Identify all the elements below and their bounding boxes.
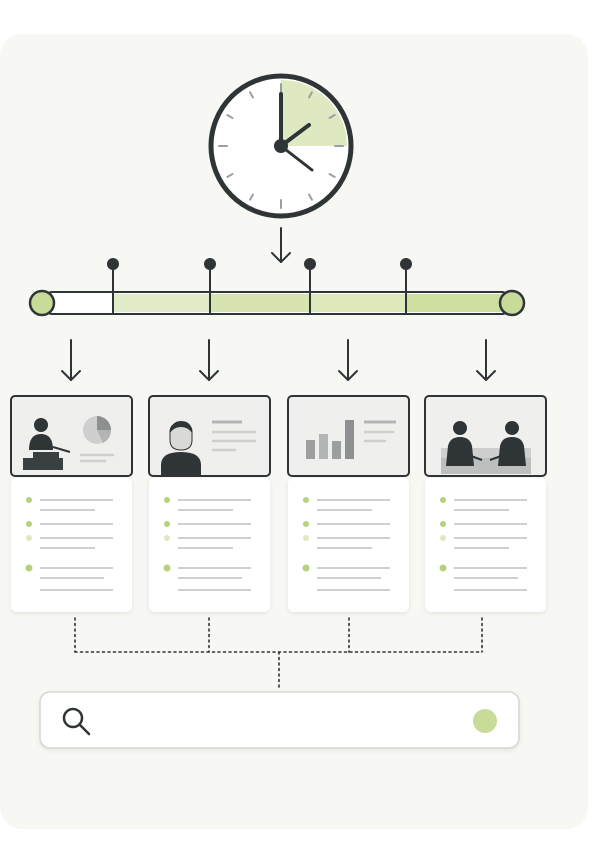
- list-item: [25, 564, 113, 591]
- arrow-down-icon: [271, 227, 291, 263]
- clock-tick: [308, 193, 313, 201]
- arrow-down-icon: [476, 339, 496, 381]
- clock-tick: [249, 91, 254, 99]
- timeline-marker: [304, 258, 316, 314]
- list-item: [163, 564, 251, 591]
- clock-icon: [208, 73, 354, 219]
- presenter-with-pie-chart-icon: [23, 416, 114, 470]
- two-people-meeting-icon: [441, 421, 531, 474]
- list-item: [303, 497, 390, 511]
- clock-tick: [328, 114, 336, 119]
- content-card: [148, 395, 271, 612]
- list-item: [164, 497, 251, 511]
- card-bullet-list: [302, 497, 390, 591]
- arrow-down-icon: [61, 339, 81, 381]
- list-item: [440, 497, 527, 511]
- clock-tick: [308, 91, 313, 99]
- card-bullet-list: [163, 497, 251, 591]
- list-item: [439, 564, 527, 591]
- timeline-start-cap: [28, 289, 56, 317]
- timeline-marker: [204, 258, 216, 314]
- arrow-down-icon: [338, 339, 358, 381]
- timeline-marker: [400, 258, 412, 314]
- person-with-slide-text-icon: [161, 420, 256, 475]
- clock-tick: [226, 173, 234, 178]
- list-item: [26, 497, 113, 511]
- list-item: [302, 564, 390, 591]
- list-item: [26, 521, 113, 549]
- list-item: [303, 521, 390, 549]
- timeline-segment: [310, 294, 406, 312]
- timeline-end-cap: [498, 289, 526, 317]
- content-card: [10, 395, 133, 612]
- content-card: [287, 395, 410, 612]
- timeline: [28, 258, 526, 317]
- timeline-marker: [107, 258, 119, 314]
- clock-tick: [328, 173, 336, 178]
- content-card: [424, 395, 547, 612]
- list-item: [164, 521, 251, 549]
- clock-ticks: [218, 83, 344, 209]
- clock-tick: [249, 193, 254, 201]
- card-bullet-list: [25, 497, 113, 591]
- list-item: [440, 521, 527, 549]
- timeline-segment: [113, 294, 210, 312]
- clock-tick: [226, 114, 234, 119]
- arrow-down-icon: [199, 339, 219, 381]
- bar-chart-slide-icon: [306, 420, 396, 459]
- clock-center-dot: [274, 139, 288, 153]
- search-input[interactable]: [39, 691, 520, 749]
- card-bullet-list: [439, 497, 527, 591]
- status-dot-icon: [473, 709, 497, 733]
- timeline-segment: [406, 294, 502, 312]
- dotted-connector: [74, 617, 483, 691]
- clock-highlight-wedge: [281, 80, 347, 146]
- timeline-segment: [210, 294, 310, 312]
- search-bar[interactable]: [39, 691, 520, 749]
- search-icon[interactable]: [62, 707, 91, 736]
